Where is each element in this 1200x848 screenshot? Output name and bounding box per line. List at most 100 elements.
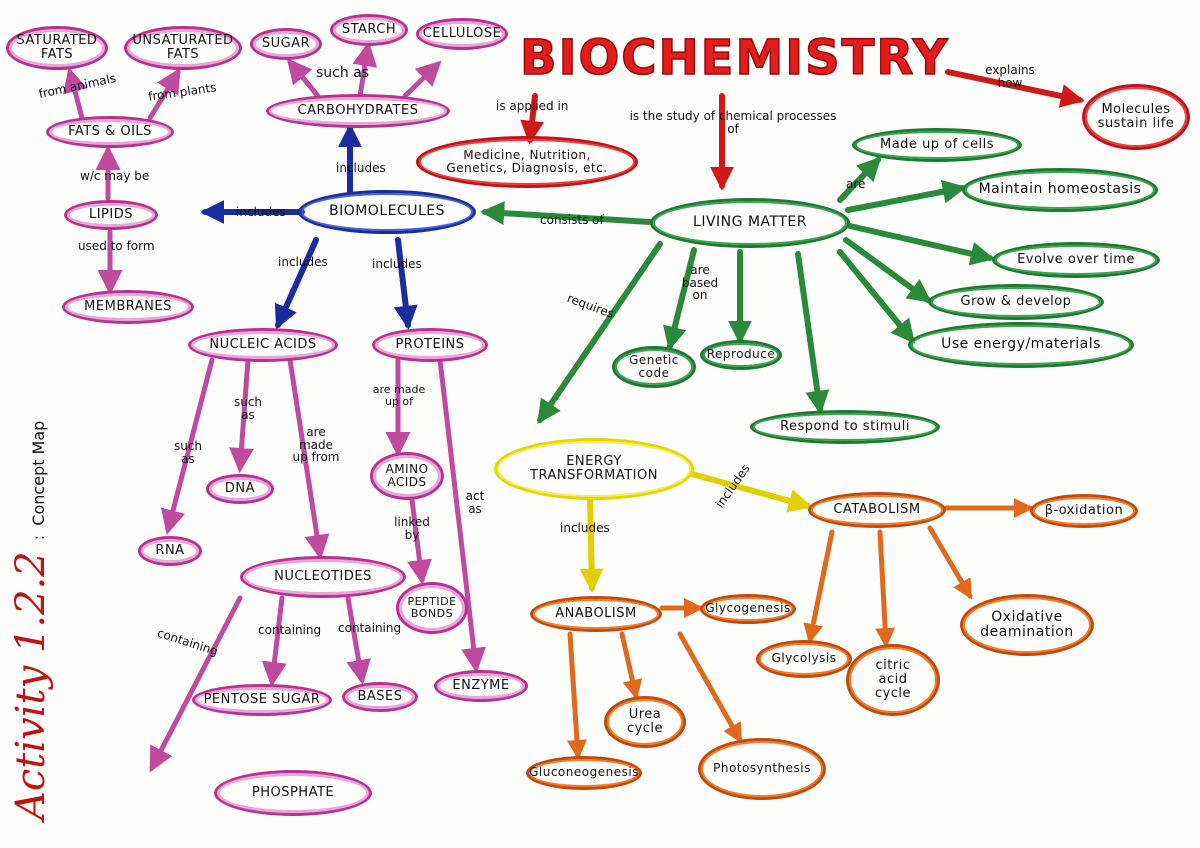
node-evolve-over-time: Evolve over time [992,242,1160,278]
node-pentose-sugar: PENTOSE SUGAR [192,684,332,716]
node-respond-to-stimuli: Respond to stimuli [750,410,940,444]
node-catabolism: CATABOLISM [808,492,946,528]
page-title: BIOCHEMISTRY [519,29,950,87]
node-lipids: LIPIDS [64,200,158,230]
node-genetic-code: Genetic code [612,346,696,388]
node-starch: STARCH [330,14,408,46]
arrow-carbohydrates-to-starch [352,41,378,99]
node-nucleotides: NUCLEOTIDES [240,556,406,598]
node-gluconeogenesis: Gluconeogenesis [526,756,642,790]
node-peptide-bonds: PEPTIDE BONDS [396,582,468,634]
node-dna: DNA [206,474,274,504]
node-grow-develop: Grow & develop [928,284,1104,320]
arrow-biomolecules-to-nucleic-acids [274,237,319,330]
node-energy-transformation: ENERGY TRANSFORMATION [494,438,694,500]
link-are-made-up-from: are made up from [292,425,340,465]
arrow-nucleic-to-rna [160,357,215,535]
link-explains-how: explains how [985,63,1035,90]
node-nucleic-acids: NUCLEIC ACIDS [188,328,338,362]
node-membranes: MEMBRANES [62,290,194,324]
node-enzyme: ENZYME [434,670,528,702]
caption-separator: : [29,534,48,541]
node-molecules-sustain-life: Molecules sustain life [1082,84,1190,150]
arrow-living-matter-to-energy [837,249,916,344]
node-sugar: SUGAR [250,28,322,60]
link-act-as: act as [465,489,485,516]
node-reproduce: Reproduce [700,340,782,370]
activity-number: Activity 1.2.2 [8,551,54,820]
arrow-living-matter-to-energy-transformation [537,241,663,424]
arrow-catabolism-to-deamination [927,525,973,600]
activity-caption: Activity 1.2.2 : Concept Map [8,421,54,820]
node-amino-acids: AMINO ACIDS [370,452,444,500]
arrow-nucleic-to-dna [229,357,254,473]
node-beta-oxidation: β-oxidation [1030,494,1138,528]
arrow-nucleic-to-nucleotides [287,357,330,560]
node-cellulose: CELLULOSE [416,18,508,50]
link-containing-bases: containing [338,621,402,635]
node-anabolism: ANABOLISM [530,596,662,632]
arrow-anabolism-to-photosynthesis [677,631,743,744]
link-includes-proteins: includes [372,257,422,271]
node-fats-oils: FATS & OILS [46,116,174,148]
node-unsaturated-fats: UNSATURATED FATS [124,26,242,70]
link-are-made-up-of: are made up of [372,383,426,408]
arrow-nucleotides-to-bases [345,595,371,685]
node-photosynthesis: Photosynthesis [698,738,826,800]
link-consists-of: consists of [540,213,604,227]
link-containing-pentose: containing [258,623,322,637]
link-such-as-dna: such as [233,395,263,422]
link-which-may-be: w/c may be [80,169,150,183]
node-rna: RNA [138,536,202,566]
arrow-living-matter-to-evolve [847,223,995,266]
link-includes-carbohydrates: includes [336,161,386,175]
link-are-based-on: are based on [681,263,719,303]
node-glycolysis: Glycolysis [756,640,852,678]
node-urea-cycle: Urea cycle [604,696,686,748]
arrow-amino-to-peptide-bonds [407,497,432,585]
arrow-biochemistry-to-molecules [945,69,1085,108]
arrow-energy-to-catabolism [689,471,813,513]
node-glycogenesis: Glycogenesis [700,594,796,624]
link-linked-by: linked by [394,515,430,542]
arrow-energy-to-anabolism [579,495,604,593]
arrow-anabolism-to-gluconeogenesis [566,631,587,760]
arrow-living-matter-to-biomolecules [480,201,653,226]
arrow-living-matter-to-genetic-code [663,247,697,351]
node-biomolecules: BIOMOLECULES [298,190,476,234]
arrow-living-matter-to-stimuli [795,251,830,415]
arrow-carbohydrates-to-sugar [286,58,321,99]
arrow-living-matter-to-homeostasis [845,179,967,213]
node-maintain-homeostasis: Maintain homeostasis [962,168,1158,212]
node-bases: BASES [342,682,418,712]
link-such-as-carbs: such as [316,65,370,81]
link-is-applied-in: is applied in [496,99,569,113]
link-includes-lipids: includes [236,205,286,219]
node-use-energy: Use energy/materials [908,322,1134,368]
arrow-catabolism-to-glycolysis [803,529,835,644]
node-oxidative-deamination: Oxidative deamination [960,594,1094,656]
link-such-as-rna: such as [173,439,203,466]
link-includes-nucleic: includes [278,255,328,269]
arrow-living-matter-to-grow [843,237,932,303]
arrow-anabolism-to-urea [619,631,643,700]
arrow-proteins-to-enzyme [437,357,487,673]
caption-text: Concept Map [29,420,48,526]
node-living-matter: LIVING MATTER [650,198,850,248]
link-includes-anabolism: includes [560,521,610,535]
arrow-biochemistry-to-applications [520,93,545,145]
arrow-nucleotides-to-phosphate [149,595,243,773]
arrow-catabolism-to-citric [875,529,896,648]
node-citric-acid-cycle: citric acid cycle [846,644,940,716]
node-applications: Medicine, Nutrition, Genetics, Diagnosis… [416,136,638,188]
arrow-biomolecules-to-proteins [393,237,418,330]
arrow-fats-oils-to-saturated [62,67,88,121]
link-are: are [846,177,866,191]
arrow-fats-oils-to-unsaturated [147,67,181,121]
node-made-up-of-cells: Made up of cells [852,128,1022,162]
arrow-carbohydrates-to-cellulose [402,60,442,99]
link-used-to-form: used to form [78,239,155,253]
node-carbohydrates: CARBOHYDRATES [266,94,450,128]
link-study-of: is the study of chemical processes of [629,109,837,136]
